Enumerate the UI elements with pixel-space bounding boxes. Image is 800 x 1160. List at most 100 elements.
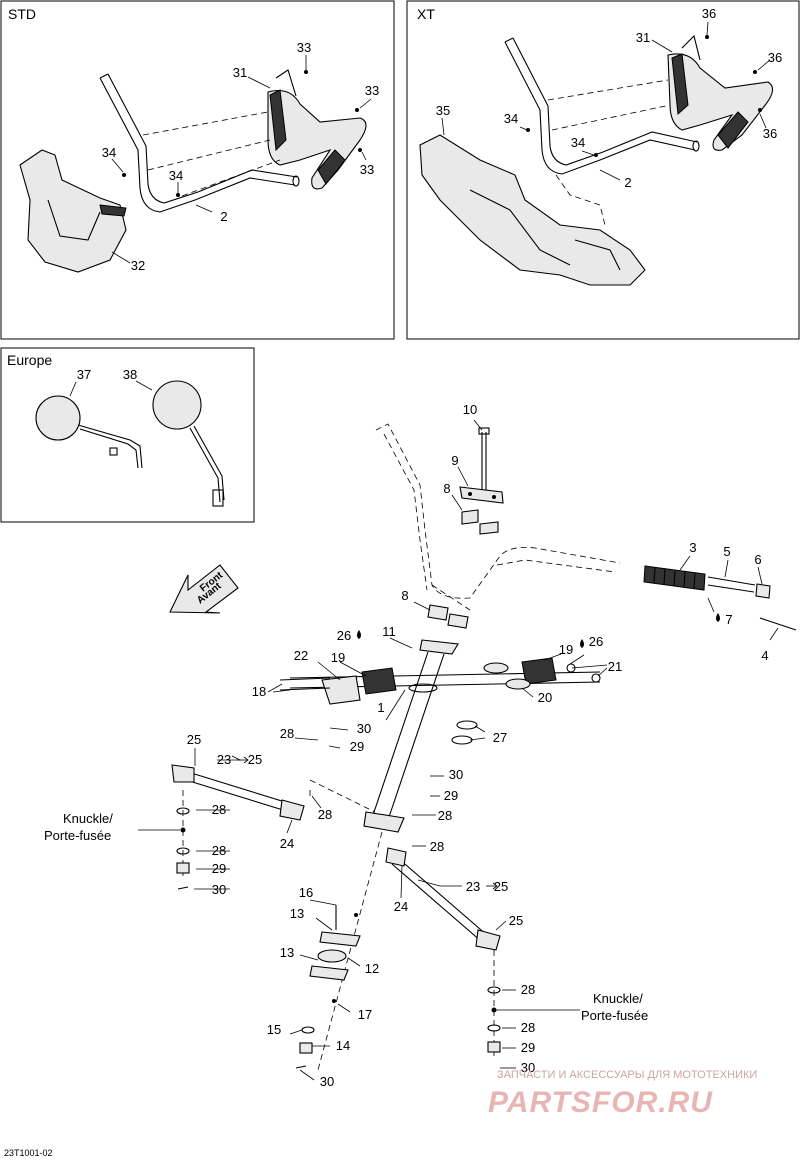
ref-xt-31: 31 — [636, 30, 650, 45]
ref-23b: 23 — [466, 879, 480, 894]
ref-12: 12 — [365, 961, 379, 976]
ref-30b: 30 — [449, 767, 463, 782]
xt-handlebar — [504, 37, 700, 175]
std-handlebar — [99, 73, 300, 213]
ref-8b: 8 — [401, 588, 408, 603]
ref-std-31: 31 — [233, 65, 247, 80]
ref-25a: 25 — [187, 732, 201, 747]
ref-19b: 19 — [559, 642, 573, 657]
ref-11: 11 — [382, 624, 396, 639]
orings-27 — [451, 720, 478, 745]
ref-16: 16 — [299, 885, 313, 900]
ref-27: 27 — [493, 730, 507, 745]
ref-9: 9 — [451, 453, 458, 468]
clamp-upper — [459, 427, 504, 535]
knuckle-right-line2: Porte-fusée — [581, 1008, 648, 1023]
xt-box: XT 36 — [406, 0, 800, 340]
ref-24a: 24 — [280, 836, 294, 851]
ref-std-32: 32 — [131, 258, 145, 273]
main-handlebar — [375, 423, 621, 611]
xt-box-title: XT — [417, 6, 435, 22]
knuckle-right-line1: Knuckle/ — [593, 991, 643, 1006]
ref-std-33a: 33 — [297, 40, 311, 55]
ref-20: 20 — [538, 690, 552, 705]
ref-8a: 8 — [443, 481, 450, 496]
ref-std-34b: 34 — [169, 168, 183, 183]
ref-xt-34: 34 — [504, 111, 518, 126]
ref-23a: 23 — [217, 752, 231, 767]
ref-18: 18 — [252, 684, 266, 699]
tie-rod-right — [385, 847, 501, 1060]
ref-eu-37: 37 — [77, 367, 91, 382]
ref-xt-34b: 34 — [571, 135, 585, 150]
ref-29a: 29 — [350, 739, 364, 754]
ref-30a: 30 — [357, 721, 371, 736]
diagram-code: 23T1001-02 — [4, 1148, 53, 1158]
ref-28c: 28 — [318, 807, 332, 822]
ref-28f: 28 — [521, 982, 535, 997]
ref-22: 22 — [294, 648, 308, 663]
std-guard-32 — [19, 149, 127, 273]
ref-xt-36b: 36 — [768, 50, 782, 65]
ref-xt-35: 35 — [436, 103, 450, 118]
ref-xt-36c: 36 — [763, 126, 777, 141]
ref-14: 14 — [336, 1038, 350, 1053]
front-arrow: Front Avant — [169, 564, 239, 614]
ref-28h: 28 — [212, 843, 226, 858]
ref-25c: 25 — [494, 879, 508, 894]
switch-assembly — [279, 657, 601, 705]
ref-19a: 19 — [331, 650, 345, 665]
std-box-title: STD — [8, 6, 36, 22]
grip-assembly — [643, 555, 797, 641]
ref-4: 4 — [761, 648, 768, 663]
ref-24b: 24 — [394, 899, 408, 914]
ref-std-34a: 34 — [102, 145, 116, 160]
ref-28b: 28 — [212, 802, 226, 817]
clamp-lower — [427, 604, 469, 629]
ref-15: 15 — [267, 1022, 281, 1037]
ref-6: 6 — [754, 552, 761, 567]
ref-26b: 26 — [589, 634, 603, 649]
ref-5: 5 — [723, 544, 730, 559]
ref-1: 1 — [377, 700, 384, 715]
ref-13a: 13 — [290, 906, 304, 921]
ref-30c: 30 — [212, 882, 226, 897]
ref-29b: 29 — [444, 788, 458, 803]
ref-28d: 28 — [438, 808, 452, 823]
ref-21: 21 — [608, 659, 622, 674]
europe-box-title: Europe — [7, 352, 52, 368]
ref-std-33c: 33 — [360, 162, 374, 177]
ref-28a: 28 — [280, 726, 294, 741]
xt-guard-35 — [419, 134, 646, 286]
ref-7: 7 — [725, 612, 732, 627]
mirror-37 — [35, 395, 143, 469]
watermark-tagline: ЗАПЧАСТИ И АКСЕССУАРЫ ДЛЯ МОТОТЕХНИКИ — [497, 1069, 757, 1081]
ref-29c: 29 — [212, 861, 226, 876]
std-handguard — [267, 69, 367, 190]
std-box: STD — [0, 0, 395, 340]
steering-column — [363, 639, 459, 833]
ref-std-33b: 33 — [365, 83, 379, 98]
ref-28e: 28 — [430, 839, 444, 854]
ref-10: 10 — [463, 402, 477, 417]
ref-25d: 25 — [509, 913, 523, 928]
ref-3: 3 — [689, 540, 696, 555]
ref-xt-2: 2 — [624, 175, 631, 190]
tie-rod-left — [171, 764, 305, 890]
ref-17: 17 — [358, 1007, 372, 1022]
knuckle-left-line1: Knuckle/ — [63, 811, 113, 826]
main-leaders — [138, 419, 608, 1081]
ref-26a: 26 — [337, 628, 351, 643]
mirror-38 — [152, 380, 225, 507]
ref-29d: 29 — [521, 1040, 535, 1055]
ref-xt-36a: 36 — [702, 6, 716, 21]
ref-eu-38: 38 — [123, 367, 137, 382]
ref-28g: 28 — [521, 1020, 535, 1035]
ref-30d: 30 — [320, 1074, 334, 1089]
ref-std-2: 2 — [220, 209, 227, 224]
bearing-assembly — [295, 905, 361, 1069]
ref-30e: 30 — [521, 1060, 535, 1075]
ref-13b: 13 — [280, 945, 294, 960]
europe-box: Europe 37 38 — [0, 347, 255, 523]
